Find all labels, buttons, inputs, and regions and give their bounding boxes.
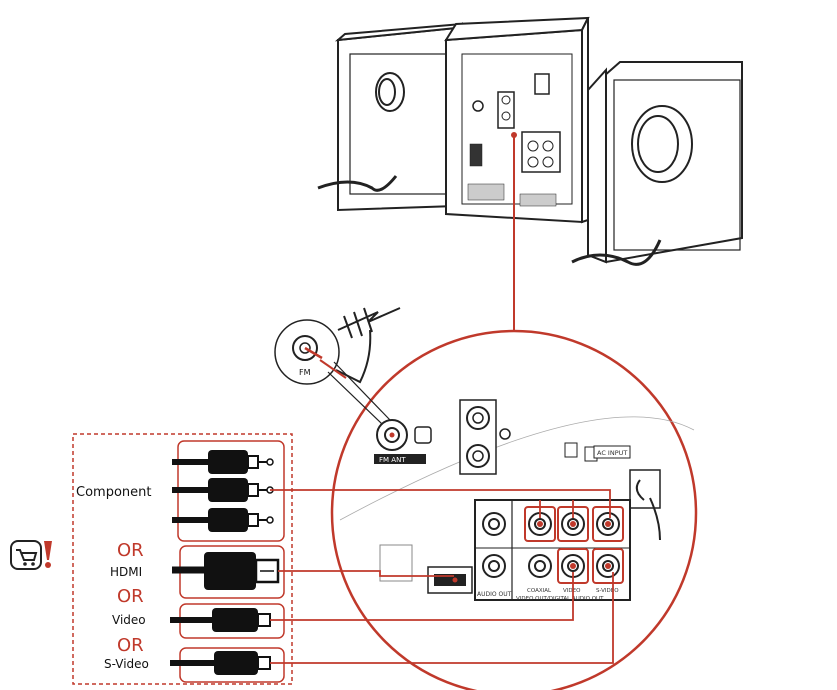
right-speaker: [571, 61, 743, 266]
zoomed-rear-panel: FM ANT AC INPUT: [330, 329, 698, 690]
hdmi-label: HDMI: [110, 565, 142, 579]
left-speaker: [317, 22, 463, 212]
exclamation-icon: [44, 541, 52, 568]
panel-coaxial-label: COAXIAL: [527, 588, 552, 594]
panel-audio-out-label: AUDIO OUT: [477, 591, 512, 598]
component-cables: [172, 450, 274, 532]
panel-ac-input-label: AC INPUT: [597, 449, 627, 457]
connection-lines: [270, 489, 614, 664]
t-antenna: [335, 307, 401, 384]
panel-video-label: VIDEO: [563, 588, 581, 594]
cart-icon: [10, 540, 42, 570]
or-label-3: OR: [117, 635, 144, 656]
fm-antenna-callout: FM: [274, 307, 401, 425]
video-label: Video: [112, 613, 146, 627]
video-cable: [170, 608, 271, 632]
main-unit: [444, 16, 590, 224]
unit-to-panel-connector: [511, 132, 517, 330]
hdmi-cable: [172, 552, 280, 590]
or-label-1: OR: [117, 540, 144, 561]
fm-label: FM: [299, 368, 311, 377]
svideo-label: S-Video: [104, 657, 149, 671]
panel-video-out-label: VIDEO OUT/DIGITAL AUDIO OUT: [516, 596, 604, 602]
cable-options-box: Component OR HDMI OR Video OR S-Video: [72, 433, 293, 685]
panel-fm-ant-label: FM ANT: [379, 456, 406, 464]
panel-svideo-label: S-VIDEO: [596, 588, 619, 594]
svideo-cable: [170, 651, 271, 675]
component-label: Component: [76, 485, 151, 500]
or-label-2: OR: [117, 586, 144, 607]
